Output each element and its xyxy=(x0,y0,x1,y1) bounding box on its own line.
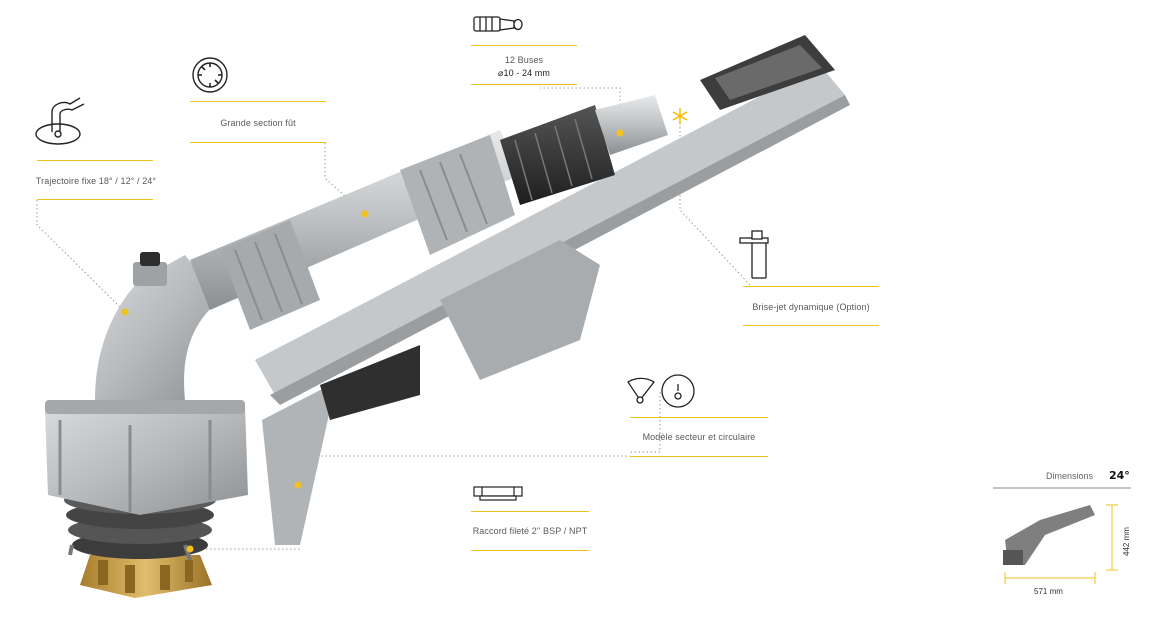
rule-barrel-top xyxy=(190,101,326,102)
threaded-fitting-icon xyxy=(473,486,523,501)
rule-fitting-top xyxy=(471,511,589,512)
dimensions-silhouette xyxy=(993,487,1131,584)
vent-cap xyxy=(140,252,160,266)
rule-trajectory-bottom xyxy=(37,199,153,200)
brass-base xyxy=(80,555,212,598)
leader-model-b xyxy=(297,455,630,486)
dimensions-width: 571 mm xyxy=(1034,587,1063,596)
mount-flange-icon xyxy=(35,97,85,145)
drive-mechanism xyxy=(440,240,600,380)
label-breaker: Brise-jet dynamique (Option) xyxy=(752,302,870,312)
dimensions-height: 442 mm xyxy=(1122,527,1131,556)
rule-barrel-bottom xyxy=(190,142,326,143)
rule-model-top xyxy=(630,417,768,418)
rule-nozzles-top xyxy=(471,45,577,46)
elbow xyxy=(95,255,220,400)
callout-markers xyxy=(121,129,624,553)
rule-model-bottom xyxy=(630,456,768,457)
jet-breaker-icon xyxy=(739,230,769,279)
nozzle-body xyxy=(500,95,668,205)
dimensions-title: Dimensions xyxy=(1046,471,1094,481)
label-trajectory: Trajectoire fixe 18° / 12° / 24° xyxy=(35,176,157,186)
barrel xyxy=(190,130,520,330)
leader-trajectory xyxy=(36,200,126,313)
rule-nozzles-bottom xyxy=(471,84,577,85)
label-barrel: Grande section fût xyxy=(220,118,296,128)
rule-trajectory-top xyxy=(37,160,153,161)
rule-breaker-bottom xyxy=(743,325,879,326)
label-model: Modèle secteur et circulaire xyxy=(642,432,756,442)
breaker-marker xyxy=(672,108,688,124)
leader-model xyxy=(630,392,661,453)
label-nozzles-diameter: ⌀10 - 24 mm xyxy=(497,68,551,78)
label-fitting: Raccord fileté 2'' BSP / NPT xyxy=(472,526,588,536)
leader-nozzles xyxy=(540,87,621,133)
dimensions-angle: 24° xyxy=(1109,469,1130,482)
circular-icon xyxy=(661,374,695,408)
label-nozzles-count: 12 Buses xyxy=(504,55,544,65)
sector-icon xyxy=(627,377,655,404)
rule-fitting-bottom xyxy=(471,550,589,551)
nozzle-icon xyxy=(473,16,523,32)
lower-housing xyxy=(45,400,248,515)
rule-breaker-top xyxy=(743,286,879,287)
barrel-section-icon xyxy=(192,57,228,93)
